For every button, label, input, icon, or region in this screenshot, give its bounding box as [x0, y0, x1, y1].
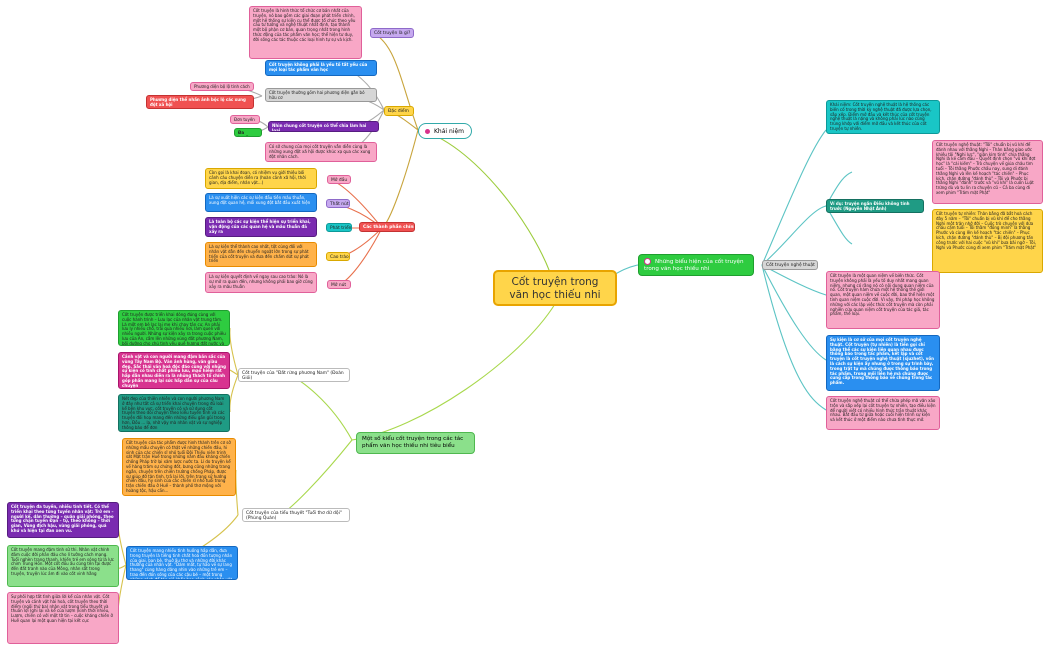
dr-3: Nét đẹp của thiên nhiên và con người phư… — [118, 394, 230, 432]
tt-4: Cốt truyện mang đậm tính sử thi. Nhân vậ… — [7, 545, 119, 587]
bullet-icon — [644, 258, 651, 265]
label-thanh-phan[interactable]: Các thành phần chính — [359, 222, 415, 232]
nt-vi-du-label[interactable]: Ví dụ: truyện ngắn Điều không tính trước… — [826, 199, 924, 213]
dac-diem-4: Có sở chung của mọi cốt truyện vẫn diễn … — [265, 142, 377, 162]
label-dat-rung[interactable]: Cốt truyện của "Đất rừng phương Nam" (Đo… — [238, 368, 350, 382]
tt-5: Sự phối hợp tất tình giữa lời kể của nhâ… — [7, 592, 119, 644]
label-dac-diem[interactable]: Đặc điểm — [384, 106, 414, 116]
that-nut-text: Là sự xuất hiện các sự kiện đầu tiên mâu… — [205, 193, 317, 212]
dac-diem-2b: Phương diện thể nhấn ảnh bộc lộ các xung… — [146, 95, 254, 109]
label-that-nut[interactable]: Thắt nút — [326, 199, 350, 208]
nt-quan-niem: Cốt truyện là một quan niệm về biến thức… — [826, 271, 940, 329]
cao-trao-text: Là sự kiện thể thành cao nhất, tột cùng … — [205, 242, 317, 267]
label-tuoi-tho[interactable]: Cốt truyện của tiểu thuyết "Tuổi thơ dữ … — [242, 508, 350, 522]
label-mo-dau[interactable]: Mở đầu — [327, 175, 351, 184]
def-cot-truyen: Cốt truyện là hình thức tổ chức cơ bản n… — [249, 6, 362, 59]
label-cot-truyen-la-gi[interactable]: Cốt truyện là gì? — [370, 28, 414, 38]
dr-2: Cảnh vật và con người mang đậm bản sắc c… — [118, 352, 230, 389]
bullet-icon — [425, 129, 430, 134]
phat-trien-text: Là toàn bộ các sự kiện thể hiện sự triển… — [205, 217, 317, 237]
tt-2: Cốt truyện mang nhiều tình huống hấp dẫn… — [126, 546, 238, 580]
mo-nut-text: Là sự kiện quyết định về ngay sau cao tr… — [205, 272, 317, 293]
root-topic[interactable]: Cốt truyện trong văn học thiếu nhi — [493, 270, 617, 306]
label-cot-truyen-nghe-thuat[interactable]: Cốt truyện nghệ thuật — [762, 260, 818, 270]
label-phat-trien[interactable]: Phát triển — [326, 223, 352, 232]
nt-khai-niem: Khái niệm: Cốt truyện nghệ thuật là hệ t… — [826, 100, 940, 134]
tt-3: Cốt truyện đa tuyến, nhiều tình tiết. Có… — [7, 502, 119, 538]
nt-vi-du-nghe-thuat: Cốt truyện nghệ thuật: "Tôi" chuẩn bị vũ… — [932, 140, 1043, 204]
dac-diem-3a: Đơn tuyến — [230, 115, 260, 124]
label-mo-nut[interactable]: Mở nút — [327, 280, 351, 289]
dac-diem-2a: Phương diện bộ lộ tính cách — [190, 82, 254, 91]
mo-dau-text: Còn gọi là khai đoạn, có nhiệm vụ giới t… — [205, 168, 317, 189]
nt-su-kien: Sự kiện là cơ sở của mọi cốt truyện nghệ… — [826, 335, 940, 391]
label-cao-trao[interactable]: Cao trào — [326, 252, 350, 261]
dr-1: Cốt truyện được triển khai dòng đúng cùn… — [118, 310, 230, 346]
nt-vi-du-tu-nhien: Cốt truyện tự nhiên: Thân bằng đã bắt ho… — [932, 209, 1043, 273]
dac-diem-2: Cốt truyện thường gồm hai phương diện gắ… — [265, 88, 377, 102]
topic-khai-niem[interactable]: Khái niệm — [418, 123, 472, 139]
nt-sap-xep: Cốt truyện nghệ thuật có thể chứa phép m… — [826, 396, 940, 430]
tt-1: Cốt truyện của tác phẩm được hình thành … — [122, 438, 236, 496]
topic-mot-so-kieu[interactable]: Một số kiểu cốt truyện trong các tác phẩ… — [356, 432, 475, 454]
dac-diem-3: Nhìn chung cốt truyện có thể chia làm ha… — [268, 121, 379, 132]
topic-bieu-hien[interactable]: Những biểu hiện của cốt truyện trong văn… — [638, 254, 754, 276]
dac-diem-3b: Đa tuyến — [234, 128, 262, 137]
dac-diem-1: Cốt truyện không phải là yếu tố tất yếu … — [265, 60, 377, 76]
